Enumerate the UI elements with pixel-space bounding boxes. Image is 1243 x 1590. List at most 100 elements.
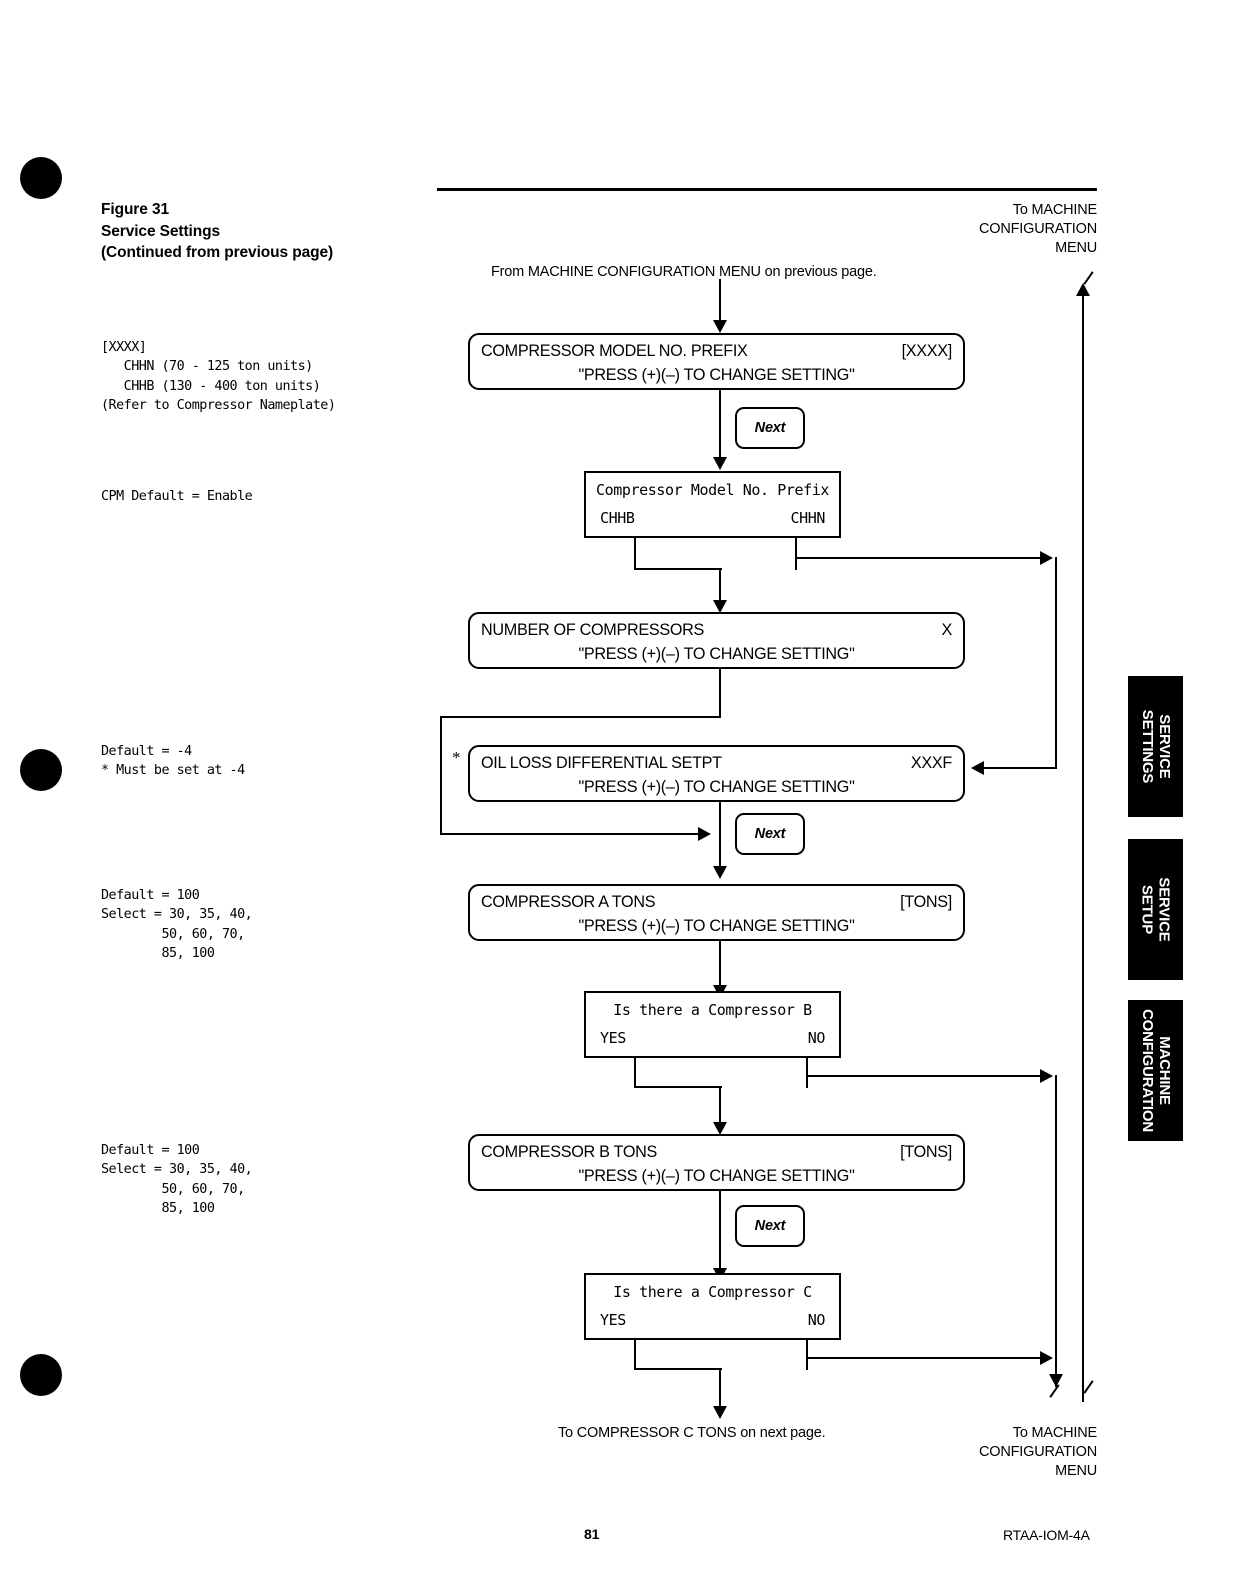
box-label: OIL LOSS DIFFERENTIAL SETPT <box>481 754 722 772</box>
figure-title: Service Settings <box>101 222 221 240</box>
break-mark-icon <box>1083 1380 1094 1394</box>
connector <box>634 1368 722 1371</box>
side-tab-service-settings[interactable]: SERVICE SETTINGS <box>1128 676 1183 817</box>
next-button[interactable]: Next <box>735 813 805 855</box>
arrowhead-up-icon <box>1076 283 1090 296</box>
box-label: NUMBER OF COMPRESSORS <box>481 621 705 639</box>
to-machine-configuration-menu-bottom: To MACHINE CONFIGURATION MENU <box>979 1425 1097 1479</box>
menu-box-compressor-b-tons[interactable]: [TONS] COMPRESSOR B TONS "PRESS (+)(–) T… <box>468 1134 965 1191</box>
display-option-right[interactable]: CHHN <box>790 509 825 527</box>
arrowhead-right-icon <box>1040 551 1053 565</box>
connector-return-bus <box>1055 557 1058 769</box>
connector <box>806 1058 809 1088</box>
box-value: XXXF <box>910 754 952 772</box>
connector <box>634 568 722 571</box>
connector <box>719 1086 722 1128</box>
connector <box>806 1340 809 1370</box>
binder-hole-icon <box>20 157 62 199</box>
connector <box>440 716 443 835</box>
box-hint: "PRESS (+)(–) TO CHANGE SETTING" <box>578 645 855 663</box>
side-tab-service-setup[interactable]: SERVICE SETUP <box>1128 839 1183 980</box>
connector <box>440 833 704 836</box>
connector <box>719 1191 722 1273</box>
display-option-left[interactable]: CHHB <box>600 509 635 527</box>
figure-number: Figure 31 <box>101 201 170 218</box>
arrowhead-down-icon <box>713 1406 727 1419</box>
menu-box-oil-loss-differential-setpoint[interactable]: XXXF OIL LOSS DIFFERENTIAL SETPT "PRESS … <box>468 745 965 802</box>
annotation-tons-a: Default = 100 Select = 30, 35, 40, 50, 6… <box>101 888 253 962</box>
display-box-is-there-compressor-b[interactable]: Is there a Compressor B YES NO <box>584 991 841 1058</box>
display-prompt: Is there a Compressor C <box>613 1283 812 1301</box>
connector <box>795 538 798 570</box>
arrowhead-right-icon <box>1040 1351 1053 1365</box>
connector <box>719 941 722 989</box>
box-hint: "PRESS (+)(–) TO CHANGE SETTING" <box>578 917 855 935</box>
connector-return-bus <box>1055 1075 1058 1387</box>
connector <box>634 1058 637 1088</box>
from-machine-configuration-note: From MACHINE CONFIGURATION MENU on previ… <box>491 264 877 280</box>
connector <box>719 669 722 718</box>
arrowhead-down-icon <box>713 457 727 470</box>
box-value: [TONS] <box>900 893 952 911</box>
side-tab-line1: MACHINE <box>1156 1036 1174 1105</box>
connector <box>984 767 1057 770</box>
box-value: X <box>941 621 953 639</box>
connector <box>719 802 722 872</box>
menu-box-compressor-model-prefix[interactable]: [XXXX] COMPRESSOR MODEL NO. PREFIX "PRES… <box>468 333 965 390</box>
display-box-compressor-model-prefix[interactable]: Compressor Model No. Prefix CHHB CHHN <box>584 471 841 538</box>
side-tab-line1: SERVICE <box>1156 877 1173 942</box>
side-tab-machine-configuration[interactable]: MACHINE CONFIGURATION <box>1128 1000 1183 1141</box>
box-value: [XXXX] <box>901 342 953 360</box>
box-value: [TONS] <box>900 1143 952 1161</box>
box-label: COMPRESSOR MODEL NO. PREFIX <box>481 342 748 360</box>
arrowhead-right-icon <box>698 827 711 841</box>
annotation-tons-b: Default = 100 Select = 30, 35, 40, 50, 6… <box>101 1143 253 1217</box>
connector <box>719 1368 722 1413</box>
arrowhead-right-icon <box>1040 1069 1053 1083</box>
menu-box-compressor-a-tons[interactable]: [TONS] COMPRESSOR A TONS "PRESS (+)(–) T… <box>468 884 965 941</box>
box-label: COMPRESSOR A TONS <box>481 893 656 911</box>
box-label: COMPRESSOR B TONS <box>481 1143 657 1161</box>
connector <box>795 557 1050 560</box>
connector <box>634 1086 722 1089</box>
to-machine-configuration-menu-top: To MACHINE CONFIGURATION MENU <box>979 202 1097 256</box>
connector <box>806 1075 1050 1078</box>
annotation-oil: Default = -4 * Must be set at -4 <box>101 744 245 779</box>
connector <box>719 390 722 462</box>
box-hint: "PRESS (+)(–) TO CHANGE SETTING" <box>578 778 855 796</box>
figure-subtitle: (Continued from previous page) <box>101 244 334 261</box>
footnote-asterisk: * <box>452 748 461 767</box>
display-prompt: Compressor Model No. Prefix <box>595 481 830 499</box>
connector <box>719 279 722 324</box>
connector-up-bus <box>1082 292 1085 1402</box>
arrowhead-down-icon <box>713 866 727 879</box>
side-tab-line2: CONFIGURATION <box>1139 1009 1157 1132</box>
connector <box>634 538 637 570</box>
header-rule <box>437 188 1097 192</box>
display-option-no[interactable]: NO <box>807 1311 826 1329</box>
arrowhead-down-icon <box>1049 1374 1063 1387</box>
annotation-cpm: CPM Default = Enable <box>101 489 253 504</box>
menu-box-number-of-compressors[interactable]: X NUMBER OF COMPRESSORS "PRESS (+)(–) TO… <box>468 612 965 669</box>
document-code: RTAA-IOM-4A <box>1003 1527 1090 1543</box>
connector <box>440 716 721 719</box>
side-tab-line2: SETTINGS <box>1139 709 1157 784</box>
page-number: 81 <box>584 1526 600 1542</box>
figure-heading: Figure 31 Service Settings (Continued fr… <box>101 199 431 264</box>
box-hint: "PRESS (+)(–) TO CHANGE SETTING" <box>578 366 855 384</box>
binder-hole-icon <box>20 749 62 791</box>
connector <box>806 1357 1050 1360</box>
display-option-yes[interactable]: YES <box>600 1311 626 1329</box>
arrowhead-down-icon <box>713 320 727 333</box>
arrowhead-down-icon <box>713 600 727 613</box>
connector <box>634 1340 637 1370</box>
display-option-no[interactable]: NO <box>807 1029 826 1047</box>
to-compressor-c-tons-note: To COMPRESSOR C TONS on next page. <box>558 1425 826 1441</box>
next-button[interactable]: Next <box>735 1205 805 1247</box>
box-hint: "PRESS (+)(–) TO CHANGE SETTING" <box>578 1167 855 1185</box>
next-button[interactable]: Next <box>735 407 805 449</box>
annotation-prefix: [XXXX] CHHN (70 - 125 ton units) CHHB (1… <box>101 340 336 414</box>
display-box-is-there-compressor-c[interactable]: Is there a Compressor C YES NO <box>584 1273 841 1340</box>
display-option-yes[interactable]: YES <box>600 1029 626 1047</box>
